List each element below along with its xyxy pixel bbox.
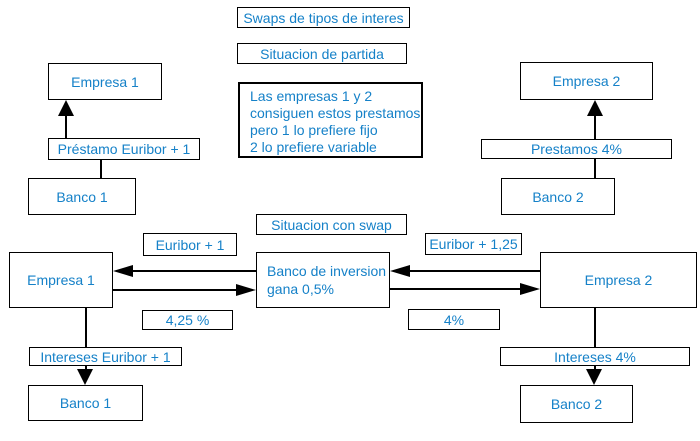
node-banco2-partida: Banco 2 bbox=[501, 178, 615, 215]
line-empresa2-to-bancoinv bbox=[408, 270, 540, 272]
node-empresa1-partida: Empresa 1 bbox=[48, 63, 162, 100]
arrowhead-down-to-banco2 bbox=[586, 369, 602, 385]
node-banco-inversion: Banco de inversion gana 0,5% bbox=[256, 252, 390, 308]
note-box: Las empresas 1 y 2 consiguen estos prest… bbox=[238, 82, 423, 158]
arrowhead-up-to-empresa1 bbox=[58, 100, 74, 116]
arrowhead-up-to-empresa2 bbox=[587, 100, 603, 116]
node-prestamo-euribor: Préstamo Euribor + 1 bbox=[48, 138, 200, 160]
arrowhead-right-to-bancoinv bbox=[236, 284, 256, 296]
arrowhead-left-to-bancoinv bbox=[390, 265, 410, 277]
line-prestamo2-to-empresa2 bbox=[594, 112, 596, 139]
node-banco1-partida: Banco 1 bbox=[28, 178, 136, 215]
line-empresa1-to-bancoinv bbox=[113, 289, 238, 291]
node-empresa2-swap: Empresa 2 bbox=[540, 252, 697, 308]
line-bancoinv-to-empresa1 bbox=[131, 270, 256, 272]
node-prestamos-4: Prestamos 4% bbox=[481, 139, 672, 159]
node-banco1-swap: Banco 1 bbox=[28, 385, 143, 421]
line-banco1-to-prestamo1 bbox=[100, 160, 102, 178]
node-intereses-4: Intereses 4% bbox=[500, 347, 690, 366]
line-empresa2-to-intereses4 bbox=[594, 308, 596, 347]
line-prestamo1-to-empresa1 bbox=[65, 112, 67, 138]
arrowhead-right-to-empresa2 bbox=[520, 283, 540, 295]
line-bancoinv-to-empresa2 bbox=[390, 288, 522, 290]
note-line-3: pero 1 lo prefiere fijo bbox=[250, 122, 378, 138]
arrowhead-down-to-banco1 bbox=[77, 369, 93, 385]
line-empresa1-to-intereses bbox=[85, 308, 87, 347]
note-text: Las empresas 1 y 2 consiguen estos prest… bbox=[250, 88, 420, 156]
label-euribor-1: Euribor + 1 bbox=[143, 233, 237, 256]
label-euribor-125: Euribor + 1,25 bbox=[425, 233, 522, 255]
node-empresa2-partida: Empresa 2 bbox=[520, 62, 653, 100]
banco-inversion-line-1: Banco de inversion bbox=[267, 263, 387, 279]
label-4-25: 4,25 % bbox=[142, 310, 233, 330]
note-line-2: consiguen estos prestamos bbox=[250, 105, 421, 121]
diagram-title: Swaps de tipos de interes bbox=[237, 7, 410, 28]
banco-inversion-line-2: gana 0,5% bbox=[267, 281, 334, 297]
section-heading-partida: Situacion de partida bbox=[237, 43, 407, 64]
banco-inversion-text: Banco de inversion gana 0,5% bbox=[267, 262, 386, 298]
note-line-4: 2 lo prefiere variable bbox=[250, 139, 377, 155]
node-banco2-swap: Banco 2 bbox=[520, 385, 633, 423]
note-line-1: Las empresas 1 y 2 bbox=[250, 88, 373, 104]
node-empresa1-swap: Empresa 1 bbox=[9, 252, 113, 308]
line-banco2-to-prestamo2 bbox=[594, 159, 596, 178]
node-intereses-euribor: Intereses Euribor + 1 bbox=[29, 347, 182, 366]
arrowhead-left-to-empresa1 bbox=[113, 265, 133, 277]
section-heading-swap: Situacion con swap bbox=[256, 214, 407, 235]
label-4: 4% bbox=[408, 309, 500, 330]
